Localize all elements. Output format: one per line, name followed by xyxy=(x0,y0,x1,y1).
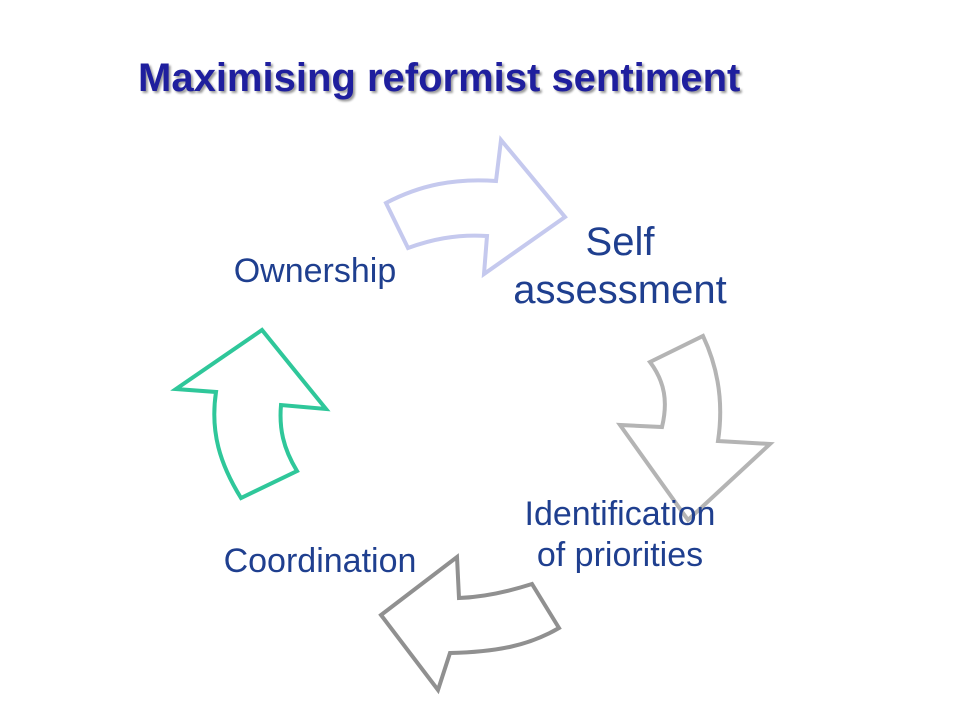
arrow-to-identification xyxy=(615,333,775,524)
arrow-to-self-assessment xyxy=(383,135,568,279)
node-self-assessment-label: Self assessment xyxy=(513,220,727,312)
node-self-assessment: Self assessment xyxy=(460,218,780,314)
node-identification-of-priorities: Identification of priorities xyxy=(470,494,770,576)
node-coordination: Coordination xyxy=(170,541,470,582)
arrow-to-coordination xyxy=(378,553,562,695)
slide-title: Maximising reformist sentiment xyxy=(138,56,741,100)
node-ownership: Ownership xyxy=(190,251,440,292)
arrow-to-ownership xyxy=(170,327,331,501)
node-ownership-label: Ownership xyxy=(233,252,397,290)
node-coordination-label: Coordination xyxy=(223,542,417,580)
node-identification-label: Identification of priorities xyxy=(524,495,716,574)
